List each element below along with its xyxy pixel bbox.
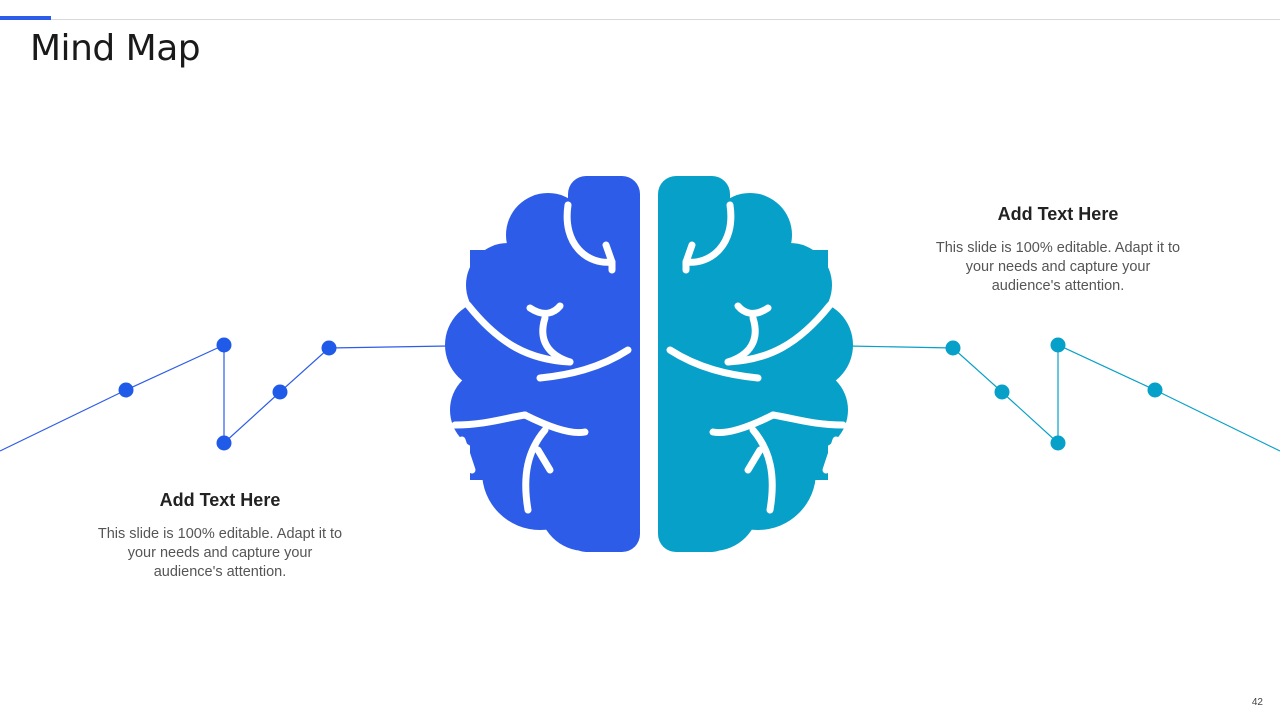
- right-node: [1050, 435, 1066, 451]
- right-note-heading: Add Text Here: [997, 204, 1119, 224]
- left-node: [118, 382, 134, 398]
- right-connector-network: [847, 344, 1280, 452]
- left-connector-nodes: [118, 337, 337, 451]
- right-text-block: Add Text Here This slide is 100% editabl…: [933, 204, 1183, 296]
- left-text-block: Add Text Here This slide is 100% editabl…: [95, 490, 345, 582]
- right-node: [994, 384, 1010, 400]
- left-node: [272, 384, 288, 400]
- brain-right-hemisphere-icon: [658, 176, 853, 552]
- left-connector-network: [0, 344, 449, 452]
- right-node: [1050, 337, 1066, 353]
- brain-left-hemisphere-icon: [445, 176, 640, 552]
- left-node: [321, 340, 337, 356]
- left-note-body: This slide is 100% editable. Adapt it to…: [97, 526, 343, 580]
- page-number: 42: [1251, 697, 1263, 708]
- title-divider: [51, 19, 1280, 20]
- left-node: [216, 435, 232, 451]
- left-connector-path: [0, 344, 449, 452]
- left-note-heading: Add Text Here: [159, 490, 281, 510]
- right-node: [945, 340, 961, 356]
- right-connector-nodes: [945, 337, 1163, 451]
- left-node: [216, 337, 232, 353]
- title-accent-bar: [0, 16, 51, 20]
- right-note-body: This slide is 100% editable. Adapt it to…: [935, 240, 1181, 294]
- page-title: Mind Map: [30, 28, 201, 69]
- right-connector-path: [847, 344, 1280, 452]
- right-node: [1147, 382, 1163, 398]
